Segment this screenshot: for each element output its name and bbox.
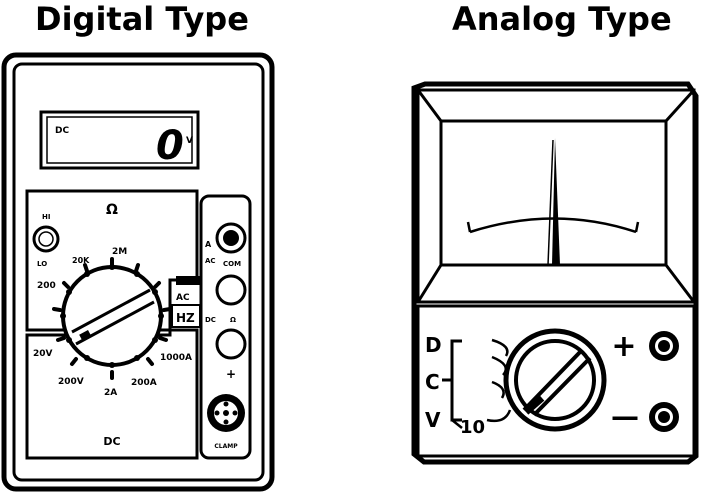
jack-label-plus: +: [226, 367, 236, 381]
digital-multimeter: DC 0 V Ω HI LO 20K 2M 200 20V 200V 2A 20…: [1, 52, 275, 492]
analog-multimeter: D C V 10 + —: [411, 81, 699, 465]
control-panel-upper: [25, 189, 199, 332]
lcd-display: [39, 110, 200, 170]
terminal-plus-label: +: [611, 329, 636, 364]
jack-com[interactable]: [215, 274, 247, 306]
jack-side-label-a: A: [205, 240, 212, 249]
lo-label: LO: [37, 260, 47, 268]
switch-label-d: D: [425, 333, 442, 357]
range-label-1000a: 1000A: [160, 353, 192, 363]
range-label-2a: 2A: [104, 388, 117, 398]
mode-label-ac: AC: [176, 293, 190, 303]
jack-ohm[interactable]: [215, 328, 247, 360]
clamp-connector[interactable]: [207, 394, 245, 432]
hi-lo-button[interactable]: [32, 225, 60, 253]
analog-knob-pointer-1: [522, 348, 584, 412]
clamp-label: CLAMP: [214, 443, 238, 450]
digital-range-knob[interactable]: [60, 264, 164, 368]
range-label-10: 10: [460, 417, 485, 438]
ohm-label: Ω: [106, 202, 118, 218]
knob-pointer-line-1: [71, 288, 151, 334]
jack-side-label-ac: AC: [205, 257, 216, 265]
knob-pointer-line-2: [75, 300, 155, 346]
lcd-unit: V: [186, 136, 193, 146]
jack-panel: [199, 194, 252, 460]
analog-knob-marker: [523, 395, 545, 415]
switch-label-c: C: [425, 370, 440, 394]
range-label-20k: 20K: [72, 256, 90, 265]
hi-lo-button-inner: [38, 231, 54, 247]
lcd-display-inner: [46, 116, 193, 164]
knob-marker: [79, 330, 91, 340]
knob-grip-teeth: [60, 264, 164, 368]
analog-type-title: Analog Type: [452, 0, 672, 38]
jack-label-com: COM: [223, 260, 241, 268]
analog-knob-pointer-2: [532, 356, 592, 417]
meter-needle: [552, 138, 560, 265]
range-label-200: 200: [37, 281, 56, 291]
range-label-2m: 2M: [112, 247, 127, 257]
lcd-mode-label: DC: [55, 126, 69, 136]
lcd-reading: 0: [156, 123, 184, 169]
control-panel-lower: [25, 328, 199, 460]
tag-dark: [176, 276, 200, 285]
digital-type-title: Digital Type: [35, 0, 249, 38]
hi-label: HI: [42, 213, 50, 221]
range-label-200a: 200A: [131, 378, 157, 388]
switch-label-v: V: [425, 408, 441, 432]
analog-function-knob[interactable]: [503, 328, 607, 432]
terminal-minus-label: —: [611, 400, 639, 433]
jack-a-hole: [223, 230, 239, 246]
jack-label-ohm: Ω: [230, 316, 236, 324]
range-label-200v: 200V: [58, 377, 84, 387]
range-label-20v: 20V: [33, 349, 53, 359]
jack-side-label-dc: DC: [205, 316, 216, 324]
mode-label-dc: DC: [103, 435, 120, 448]
knob-ticks: [52, 257, 172, 380]
analog-control-panel: [416, 304, 696, 458]
mode-label-hz: HZ: [176, 311, 195, 325]
